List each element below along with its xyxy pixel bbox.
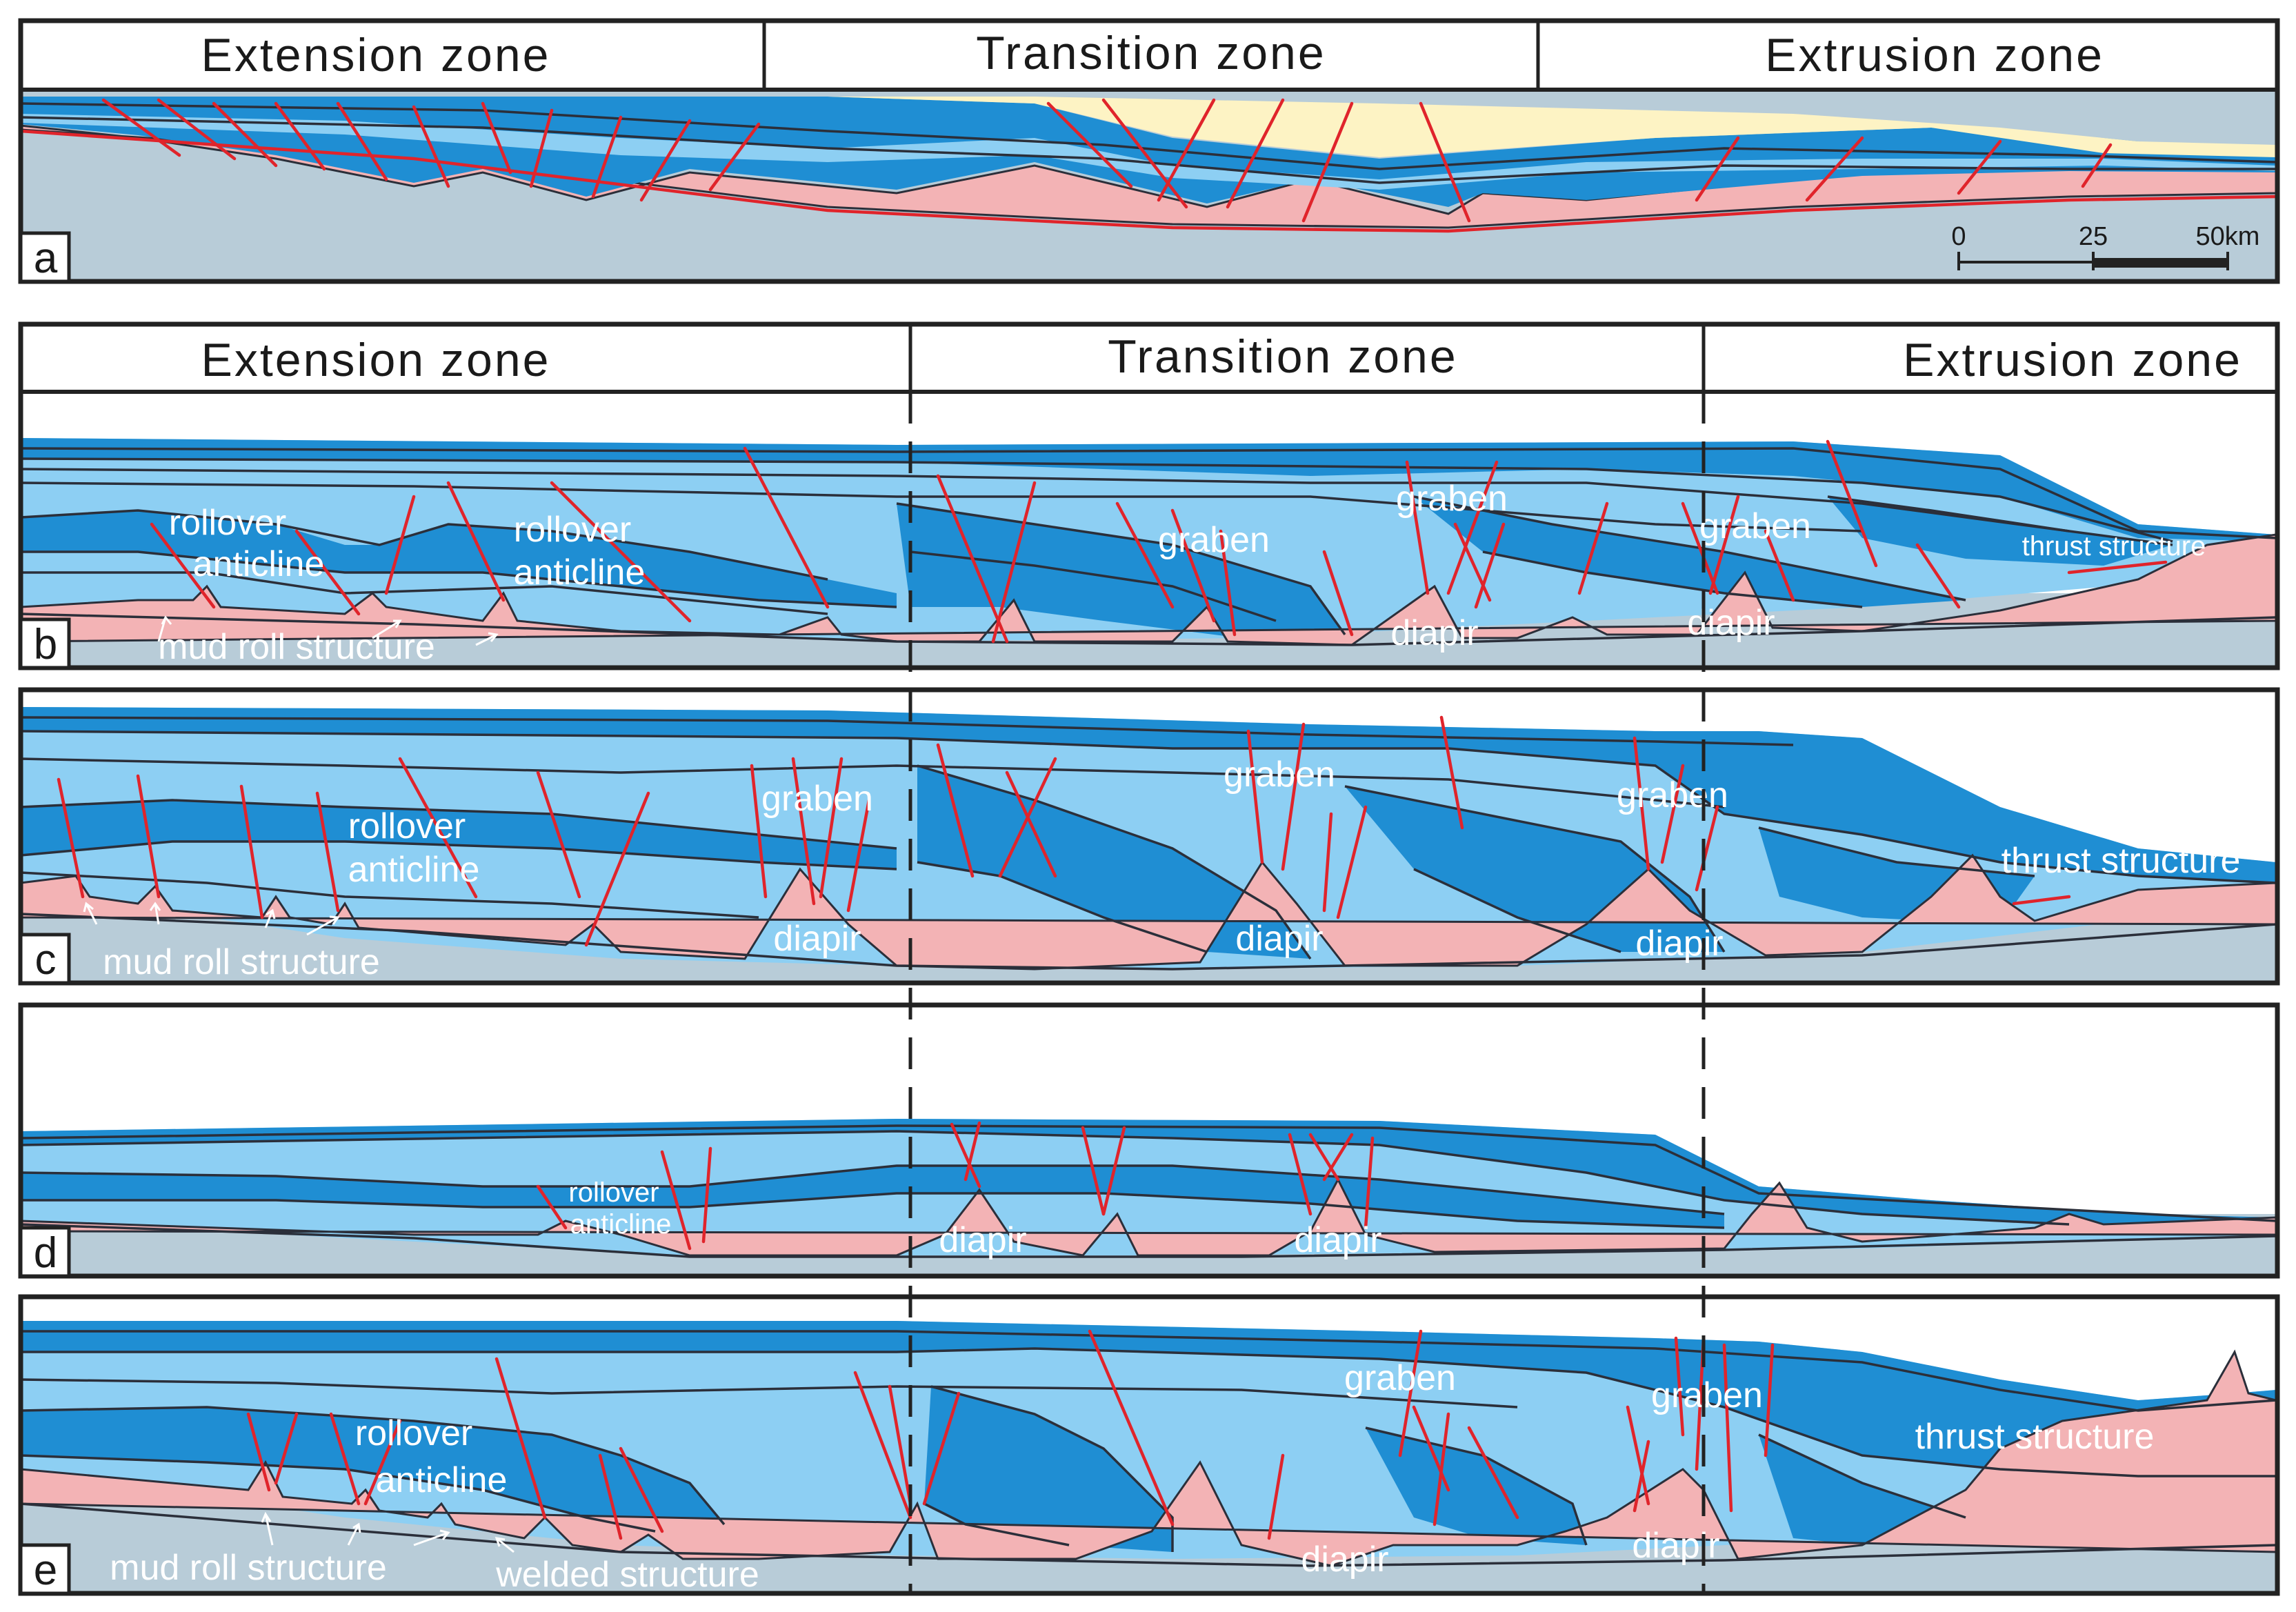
- panel-c-letter: c: [35, 936, 57, 984]
- panel-a-salt-layer: [19, 124, 2277, 229]
- panel-a-zone-header: [21, 21, 2277, 90]
- panel-c-label-diapir-3: diapir: [1635, 924, 1723, 964]
- panel-e: rollover anticline mud roll structure we…: [18, 1294, 2280, 1596]
- panel-d-faults: [536, 1121, 1375, 1251]
- panel-d-deep-bands: [21, 1119, 2276, 1228]
- panel-d-horizons: [20, 1124, 2277, 1258]
- panel-b-label-rollover-1b: anticline: [193, 544, 325, 584]
- panel-b-zone-extension: Extension zone: [201, 334, 551, 386]
- panel-e-deep-bands: [21, 1321, 2276, 1552]
- panel-a-sediment-light: [21, 114, 2276, 190]
- panel-b-label-rollover-2a: rollover: [514, 510, 632, 550]
- panel-e-label-rollover-b: anticline: [376, 1460, 508, 1500]
- scale-bar: 0 25 50km: [1951, 222, 2259, 270]
- panel-d-label-diapir-1: diapir: [939, 1220, 1026, 1260]
- panel-d: rollover anticline diapir diapir d: [18, 1002, 2280, 1279]
- panel-b-label-diapir-1: diapir: [1390, 613, 1478, 653]
- panel-b-label-thrust: thrust structure: [2022, 531, 2206, 561]
- panel-c-label-diapir-1: diapir: [773, 919, 861, 959]
- panel-d-label-diapir-2: diapir: [1294, 1220, 1381, 1260]
- panel-b-label-rollover-2b: anticline: [514, 553, 646, 593]
- panel-c-label-thrust: thrust structure: [2001, 841, 2241, 881]
- panel-c: rollover anticline mud roll structure gr…: [18, 687, 2280, 986]
- panel-e-frame: [18, 1294, 2280, 1596]
- panel-c-salt-layer: [19, 853, 2277, 971]
- panel-a-zone-extension: Extension zone: [201, 29, 551, 81]
- panel-c-label-graben-3: graben: [1617, 775, 1728, 815]
- panel-c-label-rollover-b: anticline: [348, 850, 480, 890]
- panel-b-zone-extrusion: Extrusion zone: [1903, 334, 2242, 386]
- panel-e-label-rollover-a: rollover: [355, 1413, 473, 1453]
- scale-tick-0: 0: [1951, 222, 1966, 251]
- panel-c-label-graben-2: graben: [1224, 755, 1335, 795]
- panel-a-frame: [18, 18, 2280, 284]
- panel-a-zone-transition: Transition zone: [976, 27, 1326, 79]
- panel-e-label-diapir-1: diapir: [1301, 1540, 1388, 1580]
- panel-e-label-diapir-2: diapir: [1632, 1526, 1719, 1566]
- panel-a-zone-extrusion: Extrusion zone: [1765, 29, 2104, 81]
- panel-b-label-mud-roll: mud roll structure: [158, 627, 435, 667]
- zone-boundary-dashes: [908, 392, 1706, 1593]
- panel-a-horizons: [20, 102, 2277, 184]
- panel-a-surface-layer: [828, 97, 2276, 157]
- panel-d-label-rollover-a: rollover: [568, 1177, 659, 1208]
- panel-b-deep-bands: [21, 438, 2276, 638]
- panel-a-letter-box: a: [19, 231, 71, 283]
- panel-c-frame: [18, 687, 2280, 986]
- panel-d-letter-box: d: [19, 1226, 71, 1278]
- panel-c-horizons: [20, 716, 2277, 971]
- panel-c-label-graben-1: graben: [761, 779, 873, 819]
- panel-b-faults: [150, 439, 2168, 644]
- panel-d-label-rollover-b: anticline: [570, 1209, 672, 1240]
- panel-e-label-graben-1: graben: [1344, 1358, 1456, 1398]
- scale-tick-50km: 50km: [2196, 222, 2260, 251]
- panel-b-letter: b: [34, 621, 57, 668]
- panel-d-letter: d: [34, 1229, 57, 1277]
- panel-c-letter-box: c: [19, 933, 71, 985]
- panel-c-label-diapir-2: diapir: [1235, 919, 1323, 959]
- panel-e-label-thrust: thrust structure: [1915, 1417, 2155, 1457]
- panel-b: Extension zone Transition zone Extrusion…: [18, 321, 2280, 670]
- panel-c-label-rollover-a: rollover: [348, 806, 466, 846]
- panel-e-letter: e: [34, 1546, 57, 1594]
- panel-b-salt-layer: [19, 533, 2277, 646]
- panel-e-label-graben-2: graben: [1651, 1375, 1763, 1415]
- panel-c-faults: [57, 715, 2071, 947]
- panel-b-letter-box: b: [19, 617, 71, 670]
- panel-b-label-diapir-2: diapir: [1687, 603, 1775, 643]
- panel-a-letter: a: [34, 235, 58, 282]
- panel-d-frame: [18, 1002, 2280, 1279]
- panel-b-zone-transition: Transition zone: [1108, 330, 1457, 383]
- panel-e-letter-box: e: [19, 1543, 71, 1595]
- panel-b-label-rollover-1a: rollover: [169, 503, 287, 543]
- panel-b-label-graben-1: graben: [1158, 520, 1270, 560]
- panel-b-label-graben-2: graben: [1396, 479, 1508, 519]
- panel-e-salt-layer: [19, 1349, 2277, 1567]
- panel-a-faults: [19, 98, 2278, 233]
- panel-e-label-welded: welded structure: [495, 1555, 759, 1595]
- panel-e-label-mud-roll: mud roll structure: [110, 1548, 387, 1588]
- panel-b-label-graben-3: graben: [1699, 506, 1811, 546]
- panel-a: Extension zone Transition zone Extrusion…: [18, 18, 2280, 284]
- panel-b-frame: [18, 321, 2280, 670]
- panel-e-horizons: [20, 1330, 2277, 1567]
- scale-tick-25: 25: [2079, 222, 2108, 251]
- panel-c-label-mud-roll: mud roll structure: [103, 942, 380, 982]
